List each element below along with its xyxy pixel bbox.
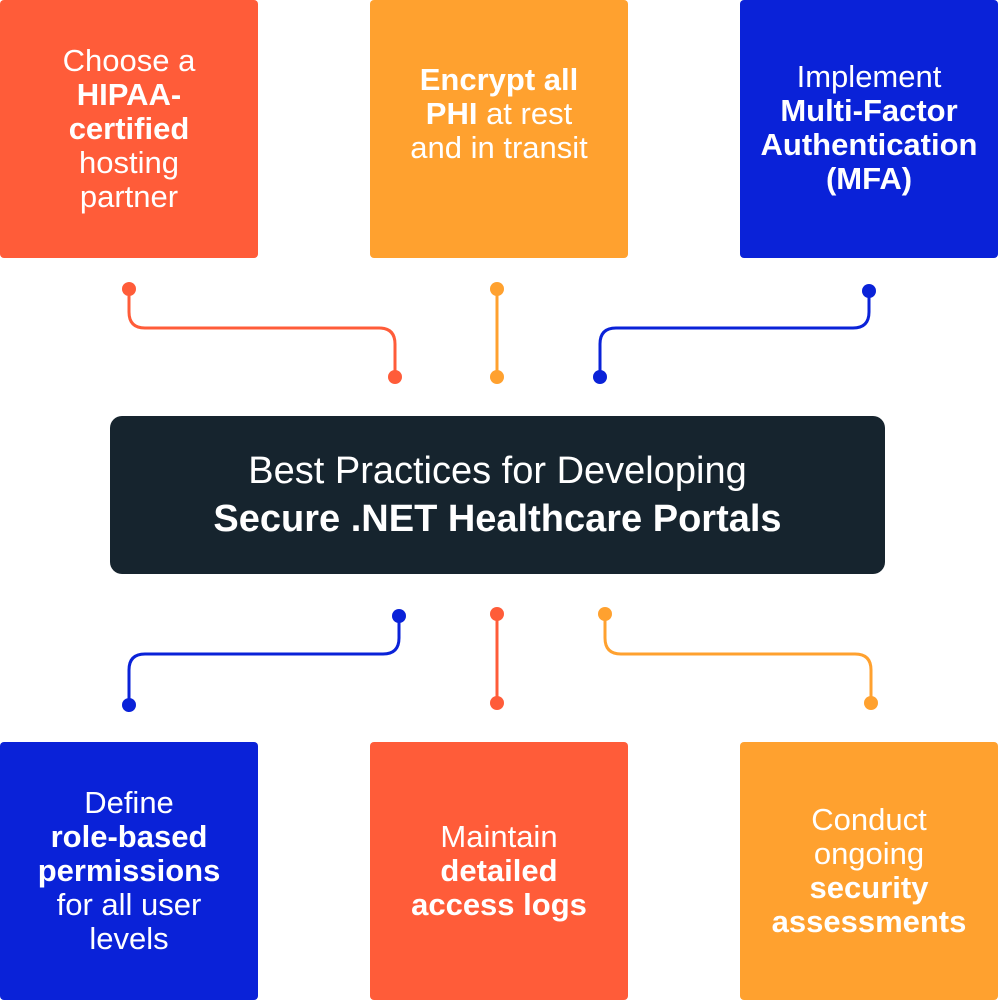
- card-line: certified: [68, 111, 190, 146]
- connector-hosting: [127, 289, 397, 377]
- title-line-1: Best Practices for Developing: [248, 450, 747, 492]
- connector-dot: [490, 607, 504, 621]
- card-line: hosting: [79, 145, 179, 180]
- card-line: security: [809, 870, 929, 905]
- connector-permissions: [127, 616, 401, 705]
- practice-card-logs: Maintain detailed access logs: [370, 742, 628, 1000]
- card-line: Maintain: [440, 819, 558, 854]
- card-line: for all user: [56, 887, 202, 922]
- connector-dot: [864, 696, 878, 710]
- card-line: levels: [89, 921, 169, 956]
- card-line: detailed: [440, 853, 558, 888]
- connector-assessments: [603, 614, 873, 703]
- practice-card-encryption: Encrypt all PHI at rest and in transit: [370, 0, 628, 258]
- card-line: and in transit: [410, 130, 588, 165]
- card-line: Authentication: [760, 127, 978, 162]
- connector-dot: [862, 284, 876, 298]
- connector-dot: [392, 609, 406, 623]
- practice-card-permissions: Define role-based permissions for all us…: [0, 742, 258, 1000]
- practice-card-assessments: Conduct ongoing security assessments: [740, 742, 998, 1000]
- practice-card-hosting: Choose a HIPAA- certified hosting partne…: [0, 0, 258, 258]
- card-line: Conduct: [811, 802, 927, 837]
- card-line: role-based: [50, 819, 208, 854]
- card-line: ongoing: [813, 836, 925, 871]
- card-line: Define: [84, 785, 174, 820]
- connector-dot: [490, 370, 504, 384]
- card-line: partner: [79, 179, 179, 214]
- connector-dot: [388, 370, 402, 384]
- connector-dot: [122, 282, 136, 296]
- card-line: Encrypt all: [419, 62, 579, 97]
- card-line: Choose a: [62, 43, 196, 78]
- card-line: PHI at rest: [425, 96, 573, 131]
- card-line: Multi-Factor: [780, 93, 958, 128]
- connector-dot: [593, 370, 607, 384]
- practice-card-mfa: Implement Multi-Factor Authentication (M…: [740, 0, 998, 258]
- card-line: access logs: [411, 887, 587, 922]
- connector-dot: [122, 698, 136, 712]
- card-line: assessments: [771, 904, 967, 939]
- title-line-2: Secure .NET Healthcare Portals: [213, 498, 782, 540]
- connector-dot: [490, 282, 504, 296]
- connector-mfa: [598, 291, 871, 377]
- card-line: permissions: [37, 853, 221, 888]
- card-line: HIPAA-: [76, 77, 182, 112]
- connector-dot: [490, 696, 504, 710]
- title-card: Best Practices for Developing Secure .NE…: [110, 416, 885, 574]
- card-line: (MFA): [825, 161, 913, 196]
- connector-dot: [598, 607, 612, 621]
- card-line: Implement: [796, 59, 942, 94]
